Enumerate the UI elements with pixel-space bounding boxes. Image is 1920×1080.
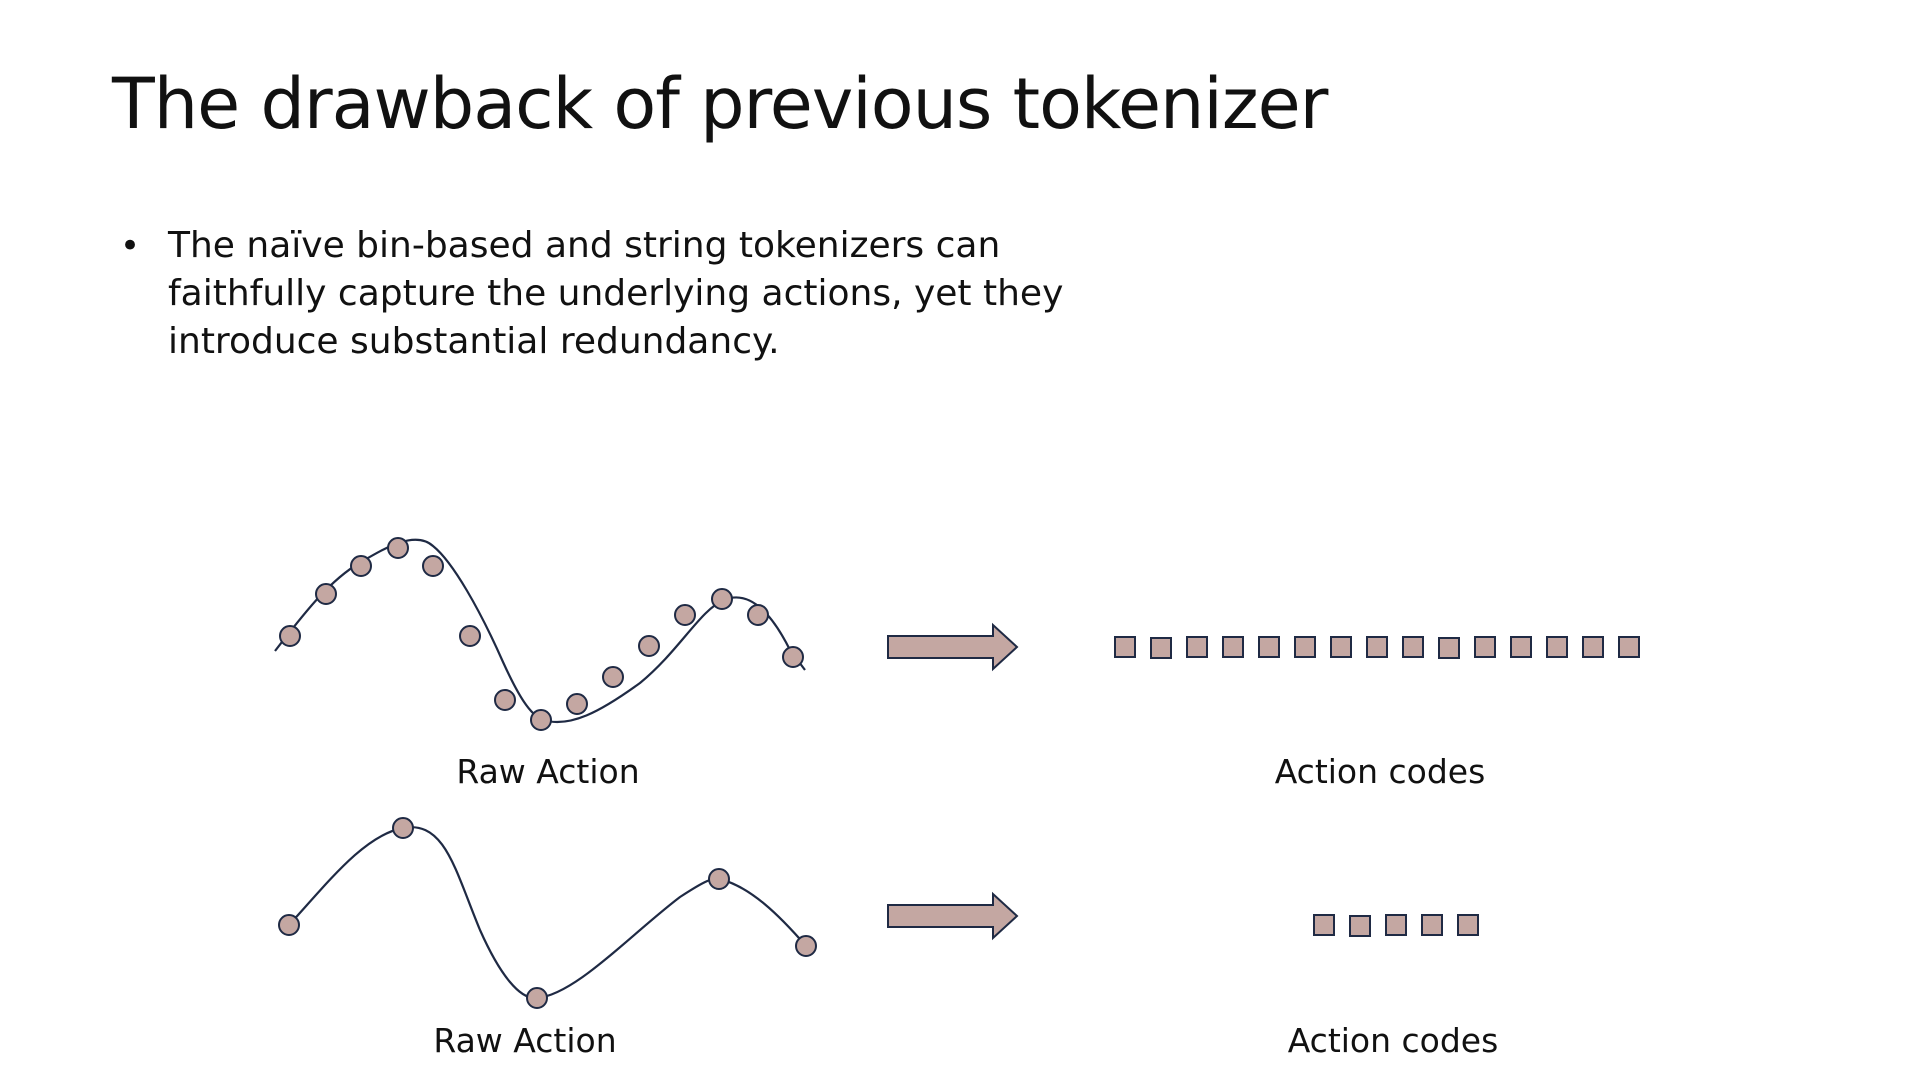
action-code-square <box>1438 637 1460 659</box>
action-code-square <box>1402 636 1424 658</box>
arrow-right-icon <box>887 891 1019 941</box>
action-code-square <box>1510 636 1532 658</box>
bullet-text: The naïve bin-based and string tokenizer… <box>168 225 1064 362</box>
raw-action-point <box>747 604 769 626</box>
raw-action-point <box>530 709 552 731</box>
action-code-square <box>1222 636 1244 658</box>
action-codes <box>1114 636 1640 659</box>
action-code-square <box>1150 637 1172 659</box>
action-code-square <box>1313 914 1335 936</box>
raw-action-point <box>350 555 372 577</box>
arrow-right-icon <box>887 622 1019 672</box>
action-codes <box>1313 914 1479 937</box>
action-code-square <box>1582 636 1604 658</box>
raw-action-point <box>459 625 481 647</box>
action-code-square <box>1457 914 1479 936</box>
raw-action-point <box>674 604 696 626</box>
raw-action-point <box>387 537 409 559</box>
raw-action-point <box>602 666 624 688</box>
raw-action-point <box>278 914 300 936</box>
action-code-square <box>1258 636 1280 658</box>
dense-tokenization-row: Raw Action Action codes <box>274 537 1640 791</box>
compact-tokenization-row: Raw Action Action codes <box>278 817 1499 1060</box>
raw-action-curve <box>288 826 807 1000</box>
raw-action-points <box>278 817 817 1009</box>
raw-action-point <box>782 646 804 668</box>
raw-action-point <box>315 583 337 605</box>
raw-action-point <box>526 987 548 1009</box>
action-code-square <box>1349 915 1371 937</box>
raw-action-point <box>392 817 414 839</box>
raw-action-point <box>494 689 516 711</box>
action-code-square <box>1474 636 1496 658</box>
action-codes-label: Action codes <box>1288 1021 1499 1060</box>
action-code-square <box>1421 914 1443 936</box>
raw-action-point <box>708 868 730 890</box>
action-code-square <box>1385 914 1407 936</box>
raw-action-point <box>566 693 588 715</box>
raw-action-points <box>279 537 804 731</box>
action-code-square <box>1366 636 1388 658</box>
action-code-square <box>1114 636 1136 658</box>
raw-action-label: Raw Action <box>433 1021 616 1060</box>
raw-action-point <box>795 935 817 957</box>
action-code-square <box>1186 636 1208 658</box>
action-code-square <box>1618 636 1640 658</box>
raw-action-point <box>638 635 660 657</box>
action-codes-label: Action codes <box>1275 752 1486 791</box>
action-code-square <box>1546 636 1568 658</box>
slide-title: The drawback of previous tokenizer <box>112 63 1328 145</box>
raw-action-point <box>711 588 733 610</box>
raw-action-point <box>422 555 444 577</box>
raw-action-point <box>279 625 301 647</box>
action-code-square <box>1330 636 1352 658</box>
action-code-square <box>1294 636 1316 658</box>
raw-action-label: Raw Action <box>456 752 639 791</box>
bullet-dot-icon: • <box>120 226 141 266</box>
